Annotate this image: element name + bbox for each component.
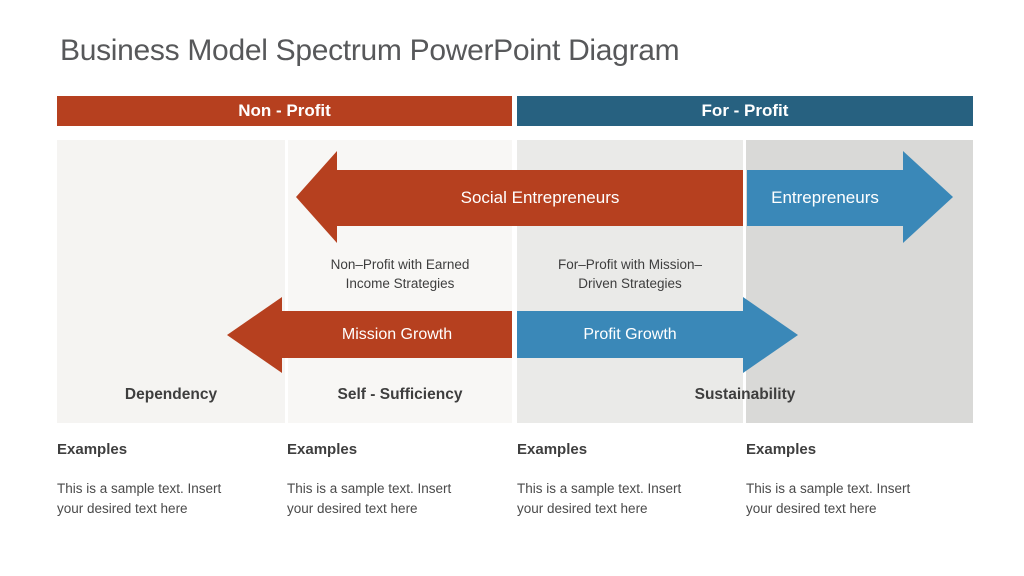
examples-body-text: This is a sample text. Insert your desir…	[287, 481, 452, 516]
description-for-profit: For–Profit with Mission– Driven Strategi…	[557, 257, 703, 291]
examples-body-text: This is a sample text. Insert your desir…	[517, 481, 682, 516]
examples-block-1: Examples This is a sample text. Insert y…	[57, 441, 279, 519]
examples-heading: Examples	[746, 441, 817, 458]
arrow-entrepreneurs: Entrepreneurs	[747, 170, 903, 226]
arrow-social-entrepreneurs: Social Entrepreneurs	[337, 170, 743, 226]
arrow-right-head-icon	[743, 297, 798, 373]
examples-heading: Examples	[287, 441, 358, 458]
stage-label-sustainability: Sustainability	[694, 386, 796, 403]
description-non-profit: Non–Profit with Earned Income Strategies	[330, 257, 470, 291]
arrow-label-mission-growth: Mission Growth	[341, 326, 453, 343]
arrow-label-profit-growth: Profit Growth	[583, 326, 677, 343]
examples-body-text: This is a sample text. Insert your desir…	[746, 481, 911, 516]
arrow-label-social-entrepreneurs: Social Entrepreneurs	[460, 188, 620, 207]
column-dependency	[57, 140, 285, 423]
stage-label-self-sufficiency: Self - Sufficiency	[337, 386, 463, 403]
examples-block-3: Examples This is a sample text. Insert y…	[517, 441, 739, 519]
arrow-left-head-icon	[227, 297, 282, 373]
header-label-for-profit: For - Profit	[701, 101, 789, 120]
header-bar-non-profit: Non - Profit	[57, 96, 512, 126]
examples-heading: Examples	[517, 441, 588, 458]
examples-body-text: This is a sample text. Insert your desir…	[57, 481, 222, 516]
arrow-label-entrepreneurs: Entrepreneurs	[771, 188, 879, 207]
examples-heading: Examples	[57, 441, 128, 458]
arrow-right-head-icon	[903, 151, 953, 243]
stage-label-dependency: Dependency	[124, 386, 218, 403]
header-bar-for-profit: For - Profit	[517, 96, 973, 126]
arrow-left-head-icon	[296, 151, 337, 243]
header-label-non-profit: Non - Profit	[238, 101, 331, 120]
examples-block-2: Examples This is a sample text. Insert y…	[287, 441, 509, 519]
page-title: Business Model Spectrum PowerPoint Diagr…	[60, 34, 680, 67]
examples-block-4: Examples This is a sample text. Insert y…	[746, 441, 968, 519]
arrow-mission-growth: Mission Growth	[282, 311, 512, 358]
arrow-profit-growth: Profit Growth	[517, 311, 743, 358]
